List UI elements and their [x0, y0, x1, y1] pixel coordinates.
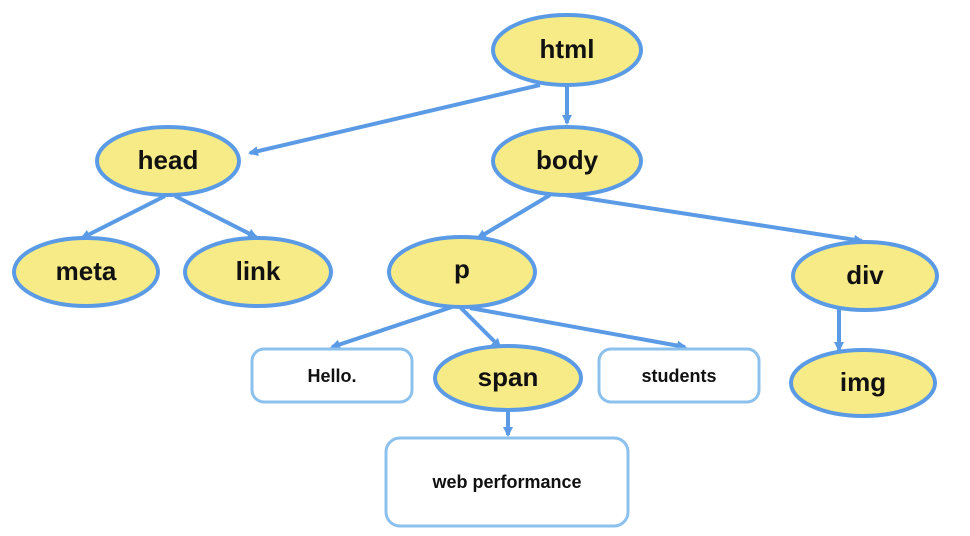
- node-label-body: body: [536, 145, 599, 175]
- node-div: div: [791, 240, 939, 312]
- edge-p-students: [469, 306, 687, 351]
- edge-head-meta: [80, 194, 166, 240]
- edge-head-link: [174, 194, 258, 239]
- text-node-students: students: [597, 347, 761, 404]
- node-label-span: span: [478, 362, 539, 392]
- node-label-img: img: [840, 367, 886, 397]
- node-label-p: p: [454, 254, 470, 284]
- edge-body-p: [476, 193, 552, 240]
- node-label-div: div: [846, 260, 884, 290]
- node-html: html: [491, 13, 643, 87]
- node-label-head: head: [138, 145, 199, 175]
- node-label-html: html: [540, 34, 595, 64]
- text-node-hello: Hello.: [250, 347, 414, 404]
- text-node-label-web-performance: web performance: [431, 472, 581, 492]
- text-node-label-hello: Hello.: [307, 366, 356, 386]
- node-label-meta: meta: [56, 256, 117, 286]
- node-link: link: [183, 236, 333, 308]
- edge-p-span: [458, 305, 502, 349]
- node-p: p: [387, 235, 537, 309]
- node-span: span: [433, 344, 583, 412]
- node-meta: meta: [12, 236, 160, 308]
- text-node-label-students: students: [641, 366, 716, 386]
- edge-html-head: [248, 83, 541, 157]
- edge-body-div: [564, 193, 864, 245]
- edge-p-hello: [330, 305, 453, 350]
- node-head: head: [95, 125, 241, 197]
- node-img: img: [789, 348, 937, 418]
- node-body: body: [491, 125, 643, 197]
- text-node-web-performance: web performance: [384, 436, 630, 528]
- node-label-link: link: [236, 256, 281, 286]
